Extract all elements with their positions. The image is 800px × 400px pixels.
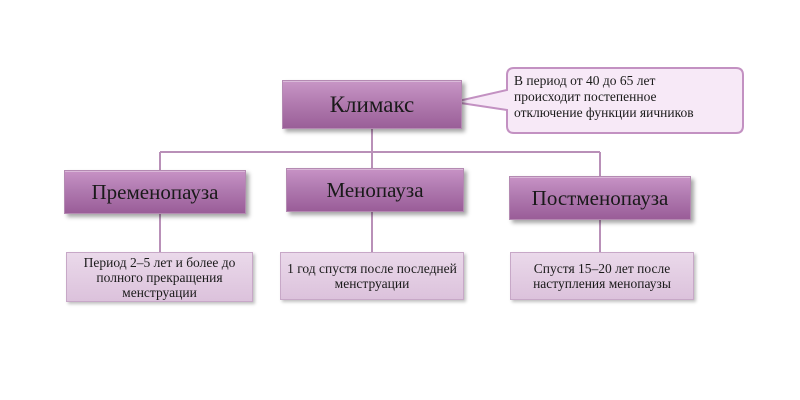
- phase-label-premenopause: Пременопауза: [91, 179, 219, 204]
- callout-bubble: [453, 67, 744, 134]
- description-menopause: 1 год спустя после последней менструации: [280, 252, 464, 300]
- description-text-postmenopause: Спустя 15–20 лет после наступления меноп…: [533, 261, 671, 291]
- phase-node-menopause: Менопауза: [286, 168, 464, 212]
- phase-label-menopause: Менопауза: [326, 177, 424, 202]
- phase-label-postmenopause: Постменопауза: [531, 185, 669, 210]
- phase-node-postmenopause: Постменопауза: [509, 176, 691, 220]
- root-node-label: Климакс: [329, 91, 415, 117]
- root-node-climax: Климакс: [282, 80, 462, 129]
- description-text-premenopause: Период 2–5 лет и более до полного прекра…: [83, 254, 236, 300]
- callout-text: В период от 40 до 65 лет происходит пост…: [514, 73, 694, 120]
- phase-node-premenopause: Пременопауза: [64, 170, 246, 214]
- description-text-menopause: 1 год спустя после последней менструации: [287, 261, 457, 291]
- description-postmenopause: Спустя 15–20 лет после наступления меноп…: [510, 252, 694, 300]
- description-premenopause: Период 2–5 лет и более до полного прекра…: [66, 252, 253, 302]
